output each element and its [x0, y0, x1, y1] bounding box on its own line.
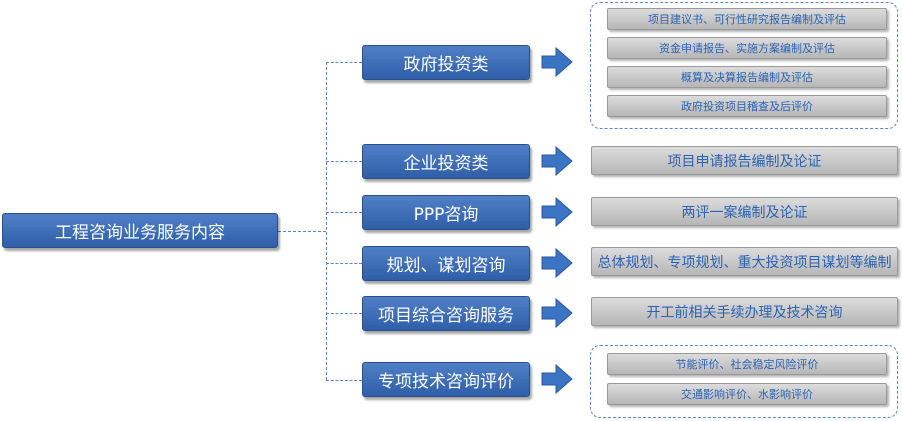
category-label: 专项技术咨询评价 [378, 372, 514, 392]
category-label: PPP咨询 [413, 205, 479, 225]
category-box-ppp: PPP咨询 [362, 195, 530, 230]
branch-connector [326, 161, 362, 162]
arrow-right-icon [541, 297, 573, 329]
branch-connector [326, 212, 362, 213]
detail-item: 项目申请报告编制及论证 [591, 146, 898, 175]
category-box-enterprise: 企业投资类 [362, 144, 530, 179]
detail-item: 概算及决算报告编制及评估 [607, 66, 887, 88]
government-detail-group [590, 2, 898, 129]
detail-item: 项目建议书、可行性研究报告编制及评估 [607, 8, 887, 30]
arrow-right-icon [541, 46, 573, 78]
detail-item: 两评一案编制及论证 [591, 197, 898, 226]
detail-item: 资金申请报告、实施方案编制及评估 [607, 37, 887, 59]
arrow-right-icon [541, 247, 573, 279]
root-node: 工程咨询业务服务内容 [2, 213, 278, 248]
arrow-right-icon [541, 145, 573, 177]
branch-connector [326, 380, 362, 381]
trunk-line [326, 62, 327, 380]
category-label: 政府投资类 [403, 55, 489, 75]
category-label: 企业投资类 [403, 154, 489, 174]
category-label: 规划、谋划咨询 [386, 256, 506, 276]
category-box-special: 专项技术咨询评价 [362, 362, 530, 397]
category-label: 项目综合咨询服务 [378, 306, 514, 326]
arrow-right-icon [541, 363, 573, 395]
category-box-comprehensive: 项目综合咨询服务 [362, 296, 530, 331]
detail-item: 总体规划、专项规划、重大投资项目谋划等编制 [591, 247, 898, 276]
root-label: 工程咨询业务服务内容 [55, 223, 225, 243]
category-box-government: 政府投资类 [362, 45, 530, 80]
detail-item: 政府投资项目稽查及后评价 [607, 95, 887, 117]
arrow-right-icon [541, 196, 573, 228]
detail-item: 交通影响评价、水影响评价 [607, 383, 887, 405]
branch-connector [326, 313, 362, 314]
special-detail-group [590, 345, 898, 418]
detail-item: 开工前相关手续办理及技术咨询 [591, 297, 898, 326]
branch-connector [326, 263, 362, 264]
category-box-planning: 规划、谋划咨询 [362, 246, 530, 281]
detail-item: 节能评价、社会稳定风险评价 [607, 353, 887, 375]
root-connector [278, 231, 326, 232]
branch-connector [326, 62, 362, 63]
